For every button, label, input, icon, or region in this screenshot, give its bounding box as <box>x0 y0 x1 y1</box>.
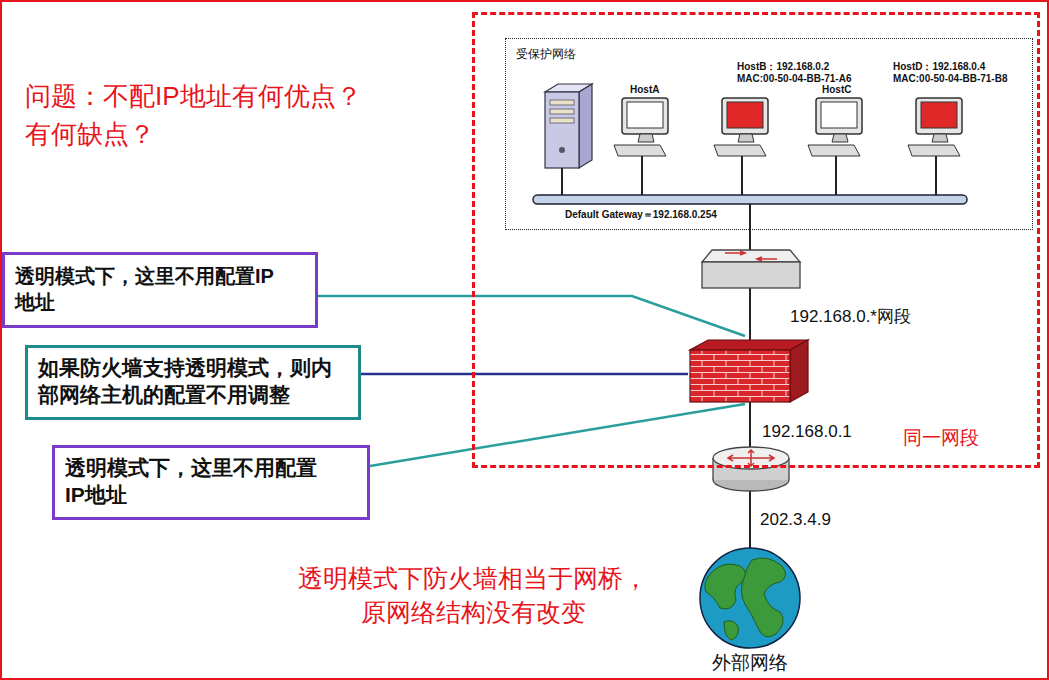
server-drive <box>550 118 574 123</box>
monitor <box>916 98 962 134</box>
callout-text: 如果防火墙支持透明模式，则内 部网络主机的配置不用调整 <box>38 354 343 409</box>
globe-ocean <box>700 548 800 648</box>
drop-wire <box>561 168 563 196</box>
server-front <box>545 92 579 168</box>
continent <box>741 558 785 637</box>
callout-box: 如果防火墙支持透明模式，则内 部网络主机的配置不用调整 <box>25 345 361 420</box>
server-button <box>559 147 565 153</box>
router-icon <box>713 447 789 491</box>
leader-line <box>361 373 688 376</box>
server-side <box>579 84 592 168</box>
router-edge <box>788 458 789 480</box>
leader-line <box>370 404 745 466</box>
region-heading: 受保护网络 <box>516 46 576 63</box>
monitor <box>622 98 668 134</box>
callout-text: 透明模式下，这里不用配置IP 地址 <box>15 263 287 315</box>
host-computer <box>908 98 962 156</box>
host-label: HostB：192.168.0.2 <box>737 60 829 74</box>
stand <box>832 134 848 142</box>
callout-box: 透明模式下，这里不用配置IP 地址 <box>2 252 318 328</box>
screen <box>727 102 763 128</box>
stand <box>638 134 654 142</box>
subnet-label: 192.168.0.*网段 <box>790 305 911 328</box>
router-edge <box>712 458 713 480</box>
callout-text: 透明模式下，这里不用配置 IP地址 <box>65 454 327 509</box>
mac-label: MAC:00-50-04-BB-71-A6 <box>737 73 851 84</box>
host-computer <box>614 98 668 156</box>
switch-icon <box>702 250 800 288</box>
callout-box: 透明模式下，这里不用配置 IP地址 <box>52 445 370 520</box>
keyboard <box>908 145 960 156</box>
drop-wire <box>741 156 743 196</box>
router-arrows <box>728 450 774 466</box>
switch-arrows <box>725 251 777 261</box>
network-wire <box>749 204 751 250</box>
leader-line <box>318 296 745 336</box>
firewall-side <box>790 340 808 402</box>
switch-top <box>702 250 800 262</box>
firewall-front <box>690 350 790 402</box>
server-drive <box>550 100 574 105</box>
network-wire <box>749 491 751 549</box>
lan-bus <box>533 195 967 204</box>
screen <box>627 102 663 128</box>
globe-icon <box>700 548 800 648</box>
firewall-icon <box>690 340 808 402</box>
server-drive <box>550 109 574 114</box>
gateway-label: Default Gateway＝192.168.0.254 <box>565 208 717 222</box>
keyboard <box>808 145 860 156</box>
host-label: HostD：192.168.0.4 <box>893 60 985 74</box>
question-note: 问题：不配IP地址有何优点？ 有何缺点？ <box>25 78 370 153</box>
drop-wire <box>935 156 937 196</box>
drop-wire <box>641 156 643 196</box>
drop-wire <box>835 156 837 196</box>
network-wire <box>749 288 751 341</box>
mac-label: MAC:00-50-04-BB-71-B8 <box>893 73 1007 84</box>
firewall-top <box>690 340 808 350</box>
summary-note: 透明模式下防火墙相当于网桥， 原网络结构没有改变 <box>288 562 658 630</box>
screen <box>921 102 957 128</box>
network-wire <box>749 401 751 448</box>
keyboard <box>714 145 766 156</box>
internet-label: 外部网络 <box>712 650 788 676</box>
continent <box>724 621 738 640</box>
server-icon <box>545 84 592 168</box>
stand <box>738 134 754 142</box>
ip-label: 202.3.4.9 <box>760 510 831 530</box>
switch-front <box>702 262 800 288</box>
stand <box>932 134 948 142</box>
screen <box>821 102 857 128</box>
keyboard <box>614 145 666 156</box>
host-computer <box>808 98 862 156</box>
continent <box>705 564 746 609</box>
host-label: HostA <box>630 84 659 95</box>
ip-label: 192.168.0.1 <box>762 422 852 442</box>
monitor <box>722 98 768 134</box>
host-computer <box>714 98 768 156</box>
monitor <box>816 98 862 134</box>
region-label: 同一网段 <box>903 425 979 451</box>
host-label: HostC <box>822 84 851 95</box>
